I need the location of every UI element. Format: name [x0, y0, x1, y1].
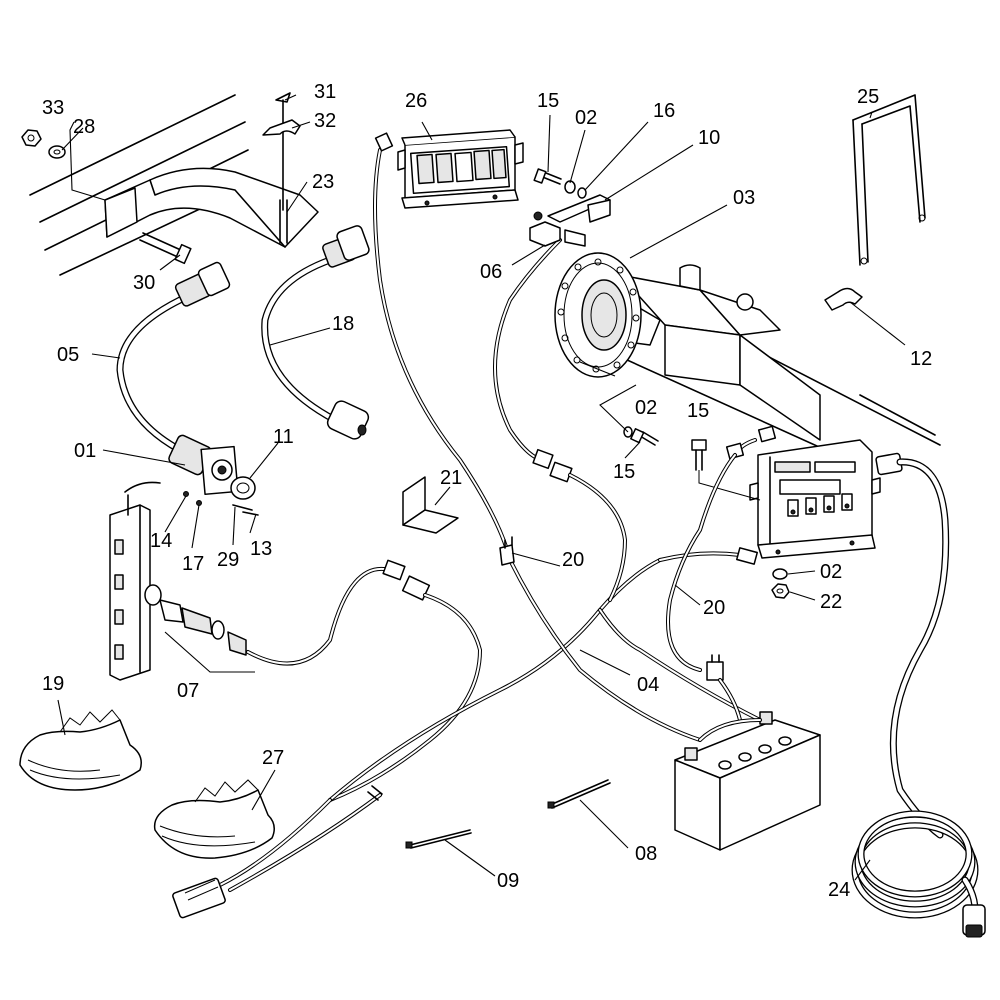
washer-16	[577, 187, 587, 199]
callout-04: 04	[637, 674, 659, 696]
harness-plugs	[328, 559, 482, 802]
callout-07: 07	[177, 680, 199, 702]
callout-02-top: 02	[575, 107, 597, 129]
bolt-15-mid	[630, 428, 659, 446]
washer-02-right	[772, 568, 788, 580]
connector-18-bottom	[326, 400, 370, 440]
callout-24: 24	[828, 879, 850, 901]
cable-tie-08	[547, 779, 611, 809]
bracket-23	[104, 167, 319, 248]
bolt-30	[139, 232, 192, 265]
control-box-wires	[666, 425, 777, 722]
cable-05	[116, 261, 231, 454]
callout-09: 09	[497, 870, 519, 892]
callout-labels: 01 02 02 02 03 04 05 06 07 08 09 10 11 1…	[42, 81, 932, 901]
bolt-15-top	[533, 168, 562, 185]
callout-13: 13	[250, 538, 272, 560]
callout-01: 01	[74, 440, 96, 462]
wire-06	[493, 238, 627, 602]
callout-21: 21	[440, 467, 462, 489]
callout-22: 22	[820, 591, 842, 613]
callout-25: 25	[857, 86, 879, 108]
callout-08: 08	[635, 843, 657, 865]
callout-14: 14	[150, 530, 172, 552]
harness-04	[172, 547, 762, 919]
callout-28: 28	[73, 116, 95, 138]
callout-29: 29	[217, 549, 239, 571]
sensor-06	[529, 211, 586, 247]
cable-tie-09	[405, 829, 472, 849]
gloves-27	[153, 779, 275, 859]
wire-26	[373, 132, 702, 742]
cable-24	[851, 452, 986, 938]
cap-11	[230, 476, 256, 500]
callout-17: 17	[182, 553, 204, 575]
callout-10: 10	[698, 127, 720, 149]
axle-flange	[554, 252, 642, 378]
frame-25	[852, 94, 926, 266]
gloves-19	[19, 709, 142, 791]
bracket-10	[547, 194, 611, 223]
bracket-21	[402, 476, 459, 534]
callout-33: 33	[42, 97, 64, 119]
callout-06: 06	[480, 261, 502, 283]
callout-20-left: 20	[562, 549, 584, 571]
callout-05: 05	[57, 344, 79, 366]
display-26	[397, 129, 524, 209]
callout-15-top: 15	[537, 90, 559, 112]
callout-02-mid: 02	[635, 397, 657, 419]
callout-11: 11	[273, 426, 294, 448]
clip-20-left	[499, 536, 515, 566]
leader-lines	[57, 94, 906, 881]
battery	[674, 711, 821, 851]
callout-12: 12	[910, 348, 932, 370]
callout-15-mid: 15	[613, 461, 635, 483]
cable-18	[261, 225, 370, 440]
callout-30: 30	[133, 272, 155, 294]
callout-31: 31	[314, 81, 336, 103]
nut-22	[771, 583, 790, 599]
callout-23: 23	[312, 171, 334, 193]
clamp-12	[824, 287, 863, 311]
nut-33	[21, 129, 42, 147]
washer-28	[48, 145, 66, 159]
callout-27: 27	[262, 747, 284, 769]
callout-15-right: 15	[687, 400, 709, 422]
callout-03: 03	[733, 187, 755, 209]
callout-19: 19	[42, 673, 64, 695]
callout-02-right: 02	[820, 561, 842, 583]
connector-05-top	[174, 261, 231, 307]
bolt-vertical	[279, 199, 288, 244]
callout-26: 26	[405, 90, 427, 112]
fuse-strip	[109, 481, 161, 681]
connector-18-top	[322, 225, 370, 268]
control-box	[749, 439, 881, 559]
callout-18: 18	[332, 313, 354, 335]
callout-20-right: 20	[703, 597, 725, 619]
callout-32: 32	[314, 110, 336, 132]
clip-31	[275, 92, 291, 211]
bolt-15-right	[691, 439, 761, 501]
callout-16: 16	[653, 100, 675, 122]
clamp-32	[262, 119, 301, 136]
socket-01	[168, 434, 239, 496]
connector-chain-07	[144, 566, 392, 666]
